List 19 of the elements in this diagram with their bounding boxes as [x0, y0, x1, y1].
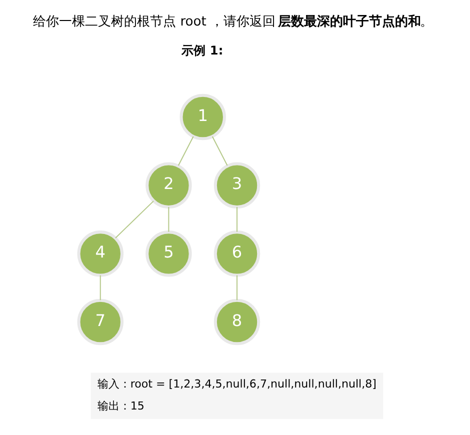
node-circle: 5 [146, 230, 192, 277]
connector [178, 136, 194, 166]
node-circle: 2 [146, 162, 192, 208]
label: 输出：15 [97, 400, 144, 413]
node-circle: 4 [77, 230, 124, 277]
connector [212, 136, 228, 166]
connector [100, 275, 101, 300]
node-circle: 6 [214, 230, 260, 277]
connector [236, 206, 238, 232]
connector [115, 200, 154, 238]
node-circle: 1 [180, 94, 226, 140]
connector [168, 206, 170, 232]
connector [236, 275, 238, 300]
label: 示例 1: [182, 43, 224, 58]
node-circle: 3 [214, 162, 260, 208]
label: 输入：root = [1,2,3,4,5,null,6,7,null,null,null,null,8] [97, 378, 376, 391]
diagram-title: 给你一棵二叉树的根节点 root ，请你返回 层数最深的叶子节点的和。 [33, 14, 433, 30]
node-circle: 7 [77, 298, 124, 346]
node-circle: 8 [214, 298, 260, 346]
